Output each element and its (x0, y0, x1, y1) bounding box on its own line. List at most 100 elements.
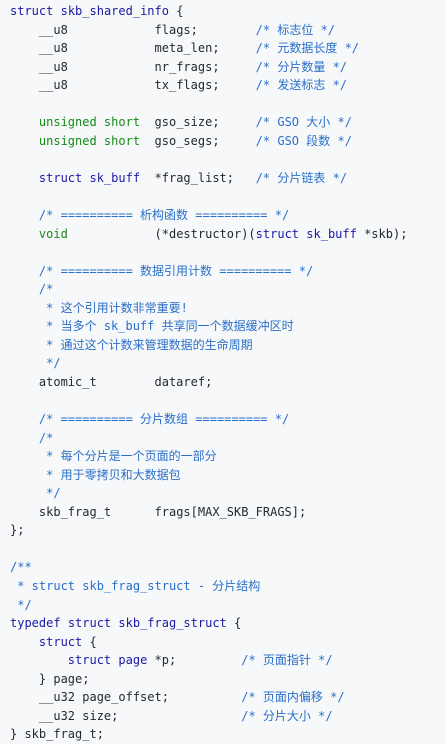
code-token-p (10, 431, 39, 445)
code-token-id: __u8 (38, 78, 68, 93)
code-token-p (220, 60, 256, 74)
code-token-kw: struct (67, 653, 112, 668)
code-line: skb_frag_t frags[MAX_SKB_FRAGS]; (10, 503, 446, 522)
code-line: struct { (10, 633, 446, 652)
code-line: } page; (10, 670, 446, 689)
code-line: */ (10, 484, 446, 503)
code-token-p (10, 338, 39, 352)
code-token-cm: /* GSO 段数 */ (255, 133, 352, 148)
code-line: * 每个分片是一个页面的一部分 (10, 447, 446, 466)
code-token-id: tx_flags; (154, 78, 220, 93)
code-token-p (10, 264, 39, 278)
code-token-p: { (82, 634, 97, 649)
code-token-p: }; (10, 523, 25, 538)
code-token-id: flags; (154, 22, 198, 37)
code-line: /** (10, 558, 446, 577)
code-token-cm: /* ========== 析构函数 ========== */ (38, 208, 290, 223)
code-token-id: __u32 size; (38, 708, 119, 723)
code-token-id: (*destructor)( (154, 226, 256, 241)
code-line: /* (10, 429, 446, 448)
code-token-p (10, 60, 39, 74)
code-token-kw: struct (10, 4, 54, 18)
code-token-cm: */ (38, 356, 61, 371)
code-token-cm: */ (10, 597, 32, 612)
code-token-type: skb_shared_info (60, 4, 169, 18)
code-token-id: dataref; (154, 374, 213, 389)
code-token-cm: /* 发送标志 */ (255, 78, 348, 93)
code-token-cm: /* ========== 分片数组 ========== */ (38, 412, 290, 427)
code-token-p (10, 653, 68, 667)
code-token-p (10, 449, 39, 463)
code-token-p (169, 690, 241, 704)
code-token-ntype: unsigned short (38, 115, 141, 130)
code-line: struct sk_buff *frag_list; /* 分片链表 */ (10, 169, 446, 188)
code-line: __u8 meta_len; /* 元数据长度 */ (10, 39, 446, 58)
code-token-p (10, 134, 39, 148)
code-token-id: *frag_list; (154, 170, 235, 185)
code-token-p (10, 227, 39, 241)
code-token-kw: struct (38, 170, 83, 185)
code-line: unsigned short gso_segs; /* GSO 段数 */ (10, 132, 446, 151)
code-line: ​ (10, 243, 446, 262)
code-token-p (220, 115, 256, 129)
code-token-p (61, 616, 68, 630)
code-token-id: gso_size; (154, 115, 220, 130)
code-line: __u8 flags; /* 标志位 */ (10, 21, 446, 40)
code-token-p (10, 78, 39, 92)
code-line: */ (10, 354, 446, 373)
code-token-cm: * 当多个 sk_buff 共享同一个数据缓冲区时 (38, 319, 294, 334)
code-line: * 用于零拷贝和大数据包 (10, 466, 446, 485)
code-token-p (10, 319, 39, 333)
code-token-cm: /* 分片大小 */ (241, 708, 333, 723)
code-token-p (220, 78, 256, 92)
code-token-p (10, 375, 39, 389)
code-line: * struct skb_frag_struct - 分片结构 (10, 577, 446, 596)
code-token-p (10, 23, 39, 37)
code-token-cm: /** (10, 560, 32, 575)
code-line: struct skb_shared_info { (10, 2, 446, 21)
code-line: ​ (10, 95, 446, 114)
code-token-cm: /* ========== 数据引用计数 ========== */ (38, 263, 314, 278)
code-token-cm: /* 分片链表 */ (255, 170, 348, 185)
code-token-p (140, 134, 154, 148)
code-token-p (220, 41, 256, 55)
code-token-cm: /* 页面指针 */ (241, 653, 333, 668)
code-token-p (53, 4, 60, 18)
code-line: */ (10, 596, 446, 615)
code-token-p (10, 486, 39, 500)
code-token-p (68, 41, 155, 55)
code-line: * 这个引用计数非常重要! (10, 299, 446, 318)
code-token-p (111, 505, 154, 519)
code-line: /* ========== 分片数组 ========== */ (10, 410, 446, 429)
code-token-ntype: void (38, 226, 68, 241)
code-line: /* ========== 析构函数 ========== */ (10, 206, 446, 225)
code-token-cm: /* 元数据长度 */ (255, 41, 360, 56)
code-token-cm: * 每个分片是一个页面的一部分 (38, 449, 217, 464)
code-token-p (10, 282, 39, 296)
code-token-kw: struct (255, 226, 300, 241)
code-token-p: { (226, 616, 242, 631)
code-token-p (10, 505, 39, 519)
code-token-p (82, 171, 89, 185)
code-token-p (10, 301, 39, 315)
code-token-kw: struct (67, 616, 112, 631)
code-token-p (68, 78, 155, 92)
code-line: ​ (10, 391, 446, 410)
code-line: ​ (10, 187, 446, 206)
code-token-cm: /* 分片数量 */ (255, 59, 348, 74)
code-line: __u8 nr_frags; /* 分片数量 */ (10, 58, 446, 77)
code-token-cm: * 通过这个计数来管理数据的生命周期 (38, 337, 253, 352)
code-token-id: meta_len; (154, 41, 220, 56)
code-token-id: *skb); (356, 226, 408, 241)
code-token-p: } (10, 727, 25, 742)
code-token-p (10, 709, 39, 723)
code-token-id: skb_frag_t (38, 504, 112, 519)
code-line: struct page *p; /* 页面指针 */ (10, 651, 446, 670)
code-token-ntype: unsigned short (38, 133, 141, 148)
code-line: void (*destructor)(struct sk_buff *skb); (10, 225, 446, 244)
code-token-id: skb_frag_t; (24, 727, 104, 742)
code-token-cm: /* GSO 大小 */ (255, 115, 352, 130)
code-token-p (68, 227, 155, 241)
code-token-id: frags[MAX_SKB_FRAGS]; (154, 504, 307, 519)
